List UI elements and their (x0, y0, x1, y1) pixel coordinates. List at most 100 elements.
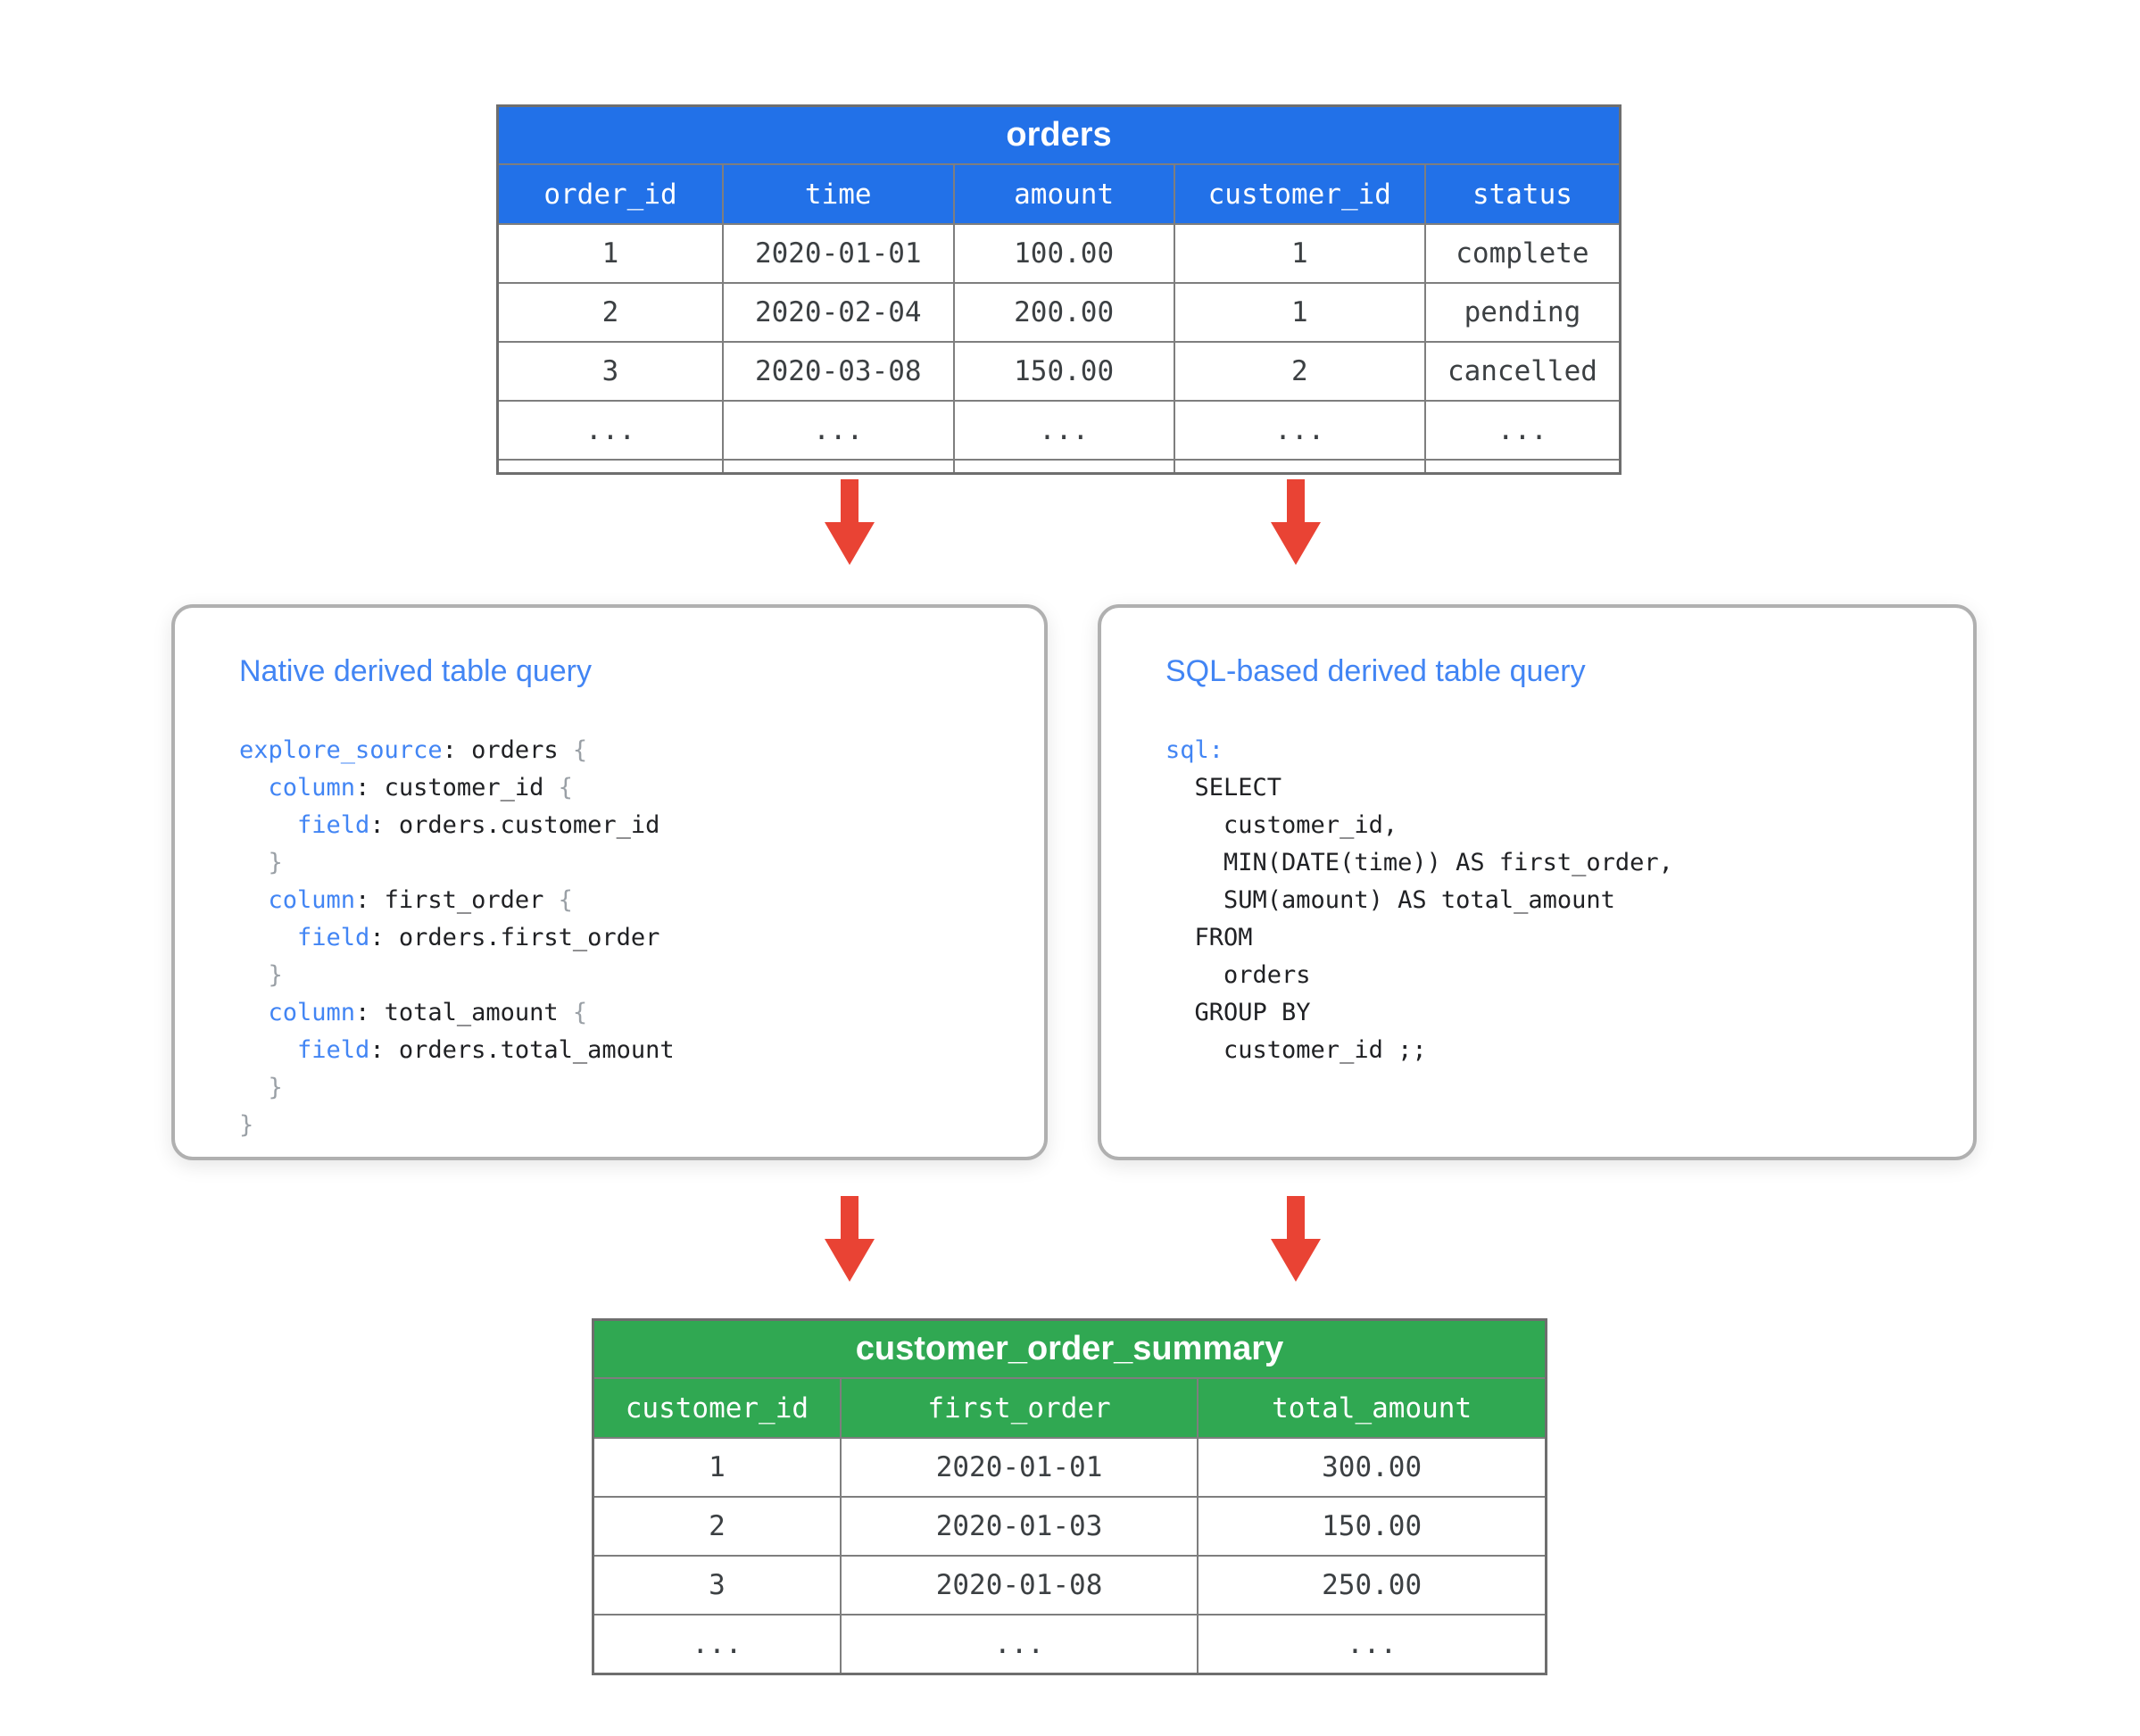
column-header: amount (952, 164, 1175, 225)
code-line: MIN(DATE(time)) AS first_order, (1165, 849, 1673, 876)
table-cell: ... (952, 400, 1175, 461)
arrow-head (825, 1239, 875, 1282)
code-line: GROUP BY (1165, 999, 1311, 1026)
code-line: customer_id, (1165, 811, 1398, 839)
column-header: order_id (499, 164, 724, 225)
table-cell: 250.00 (1197, 1555, 1545, 1616)
table-cell: 2020-01-03 (839, 1496, 1199, 1557)
column-header: time (722, 164, 955, 225)
arrow-head (825, 522, 875, 565)
table-cell: 2 (1173, 341, 1426, 402)
table-cell (1423, 459, 1619, 472)
table-cell: 1 (499, 223, 724, 284)
table-cell (952, 459, 1175, 472)
summary-table-title: customer_order_summary (594, 1321, 1545, 1379)
table-cell: 2020-01-08 (839, 1555, 1199, 1616)
table-cell: 2 (594, 1496, 842, 1557)
code-line: SELECT (1165, 774, 1282, 802)
arrow-stem (1287, 479, 1305, 522)
orders-table-title: orders (499, 107, 1619, 165)
table-cell: ... (839, 1614, 1199, 1673)
table-cell: ... (1423, 400, 1619, 461)
table-cell: ... (1197, 1614, 1545, 1673)
table-cell: cancelled (1423, 341, 1619, 402)
table-cell: 3 (499, 341, 724, 402)
native-query-box: Native derived table query explore_sourc… (171, 604, 1048, 1160)
table-cell: 2020-03-08 (722, 341, 955, 402)
arrow-head (1271, 522, 1321, 565)
code-line: field: orders.first_order (297, 924, 660, 951)
table-row: ......... (594, 1614, 1545, 1673)
table-cell: 1 (1173, 282, 1426, 343)
table-cell: complete (1423, 223, 1619, 284)
table-cell: ... (499, 400, 724, 461)
code-line: } (268, 1074, 283, 1101)
table-cell: pending (1423, 282, 1619, 343)
down-arrow-icon (1271, 479, 1321, 565)
table-cell: 100.00 (952, 223, 1175, 284)
code-line: sql: (1165, 736, 1224, 764)
code-line: column: customer_id { (268, 774, 573, 802)
table-cell: 2 (499, 282, 724, 343)
column-header: total_amount (1197, 1378, 1545, 1439)
table-cell (499, 459, 724, 472)
table-cell: 300.00 (1197, 1437, 1545, 1498)
sql-query-code: sql: SELECT customer_id, MIN(DATE(time))… (1165, 732, 1973, 1069)
code-line: column: total_amount { (268, 999, 588, 1026)
code-line: column: first_order { (268, 886, 573, 914)
table-cell: 2020-02-04 (722, 282, 955, 343)
table-cell: 150.00 (1197, 1496, 1545, 1557)
table-row (499, 459, 1619, 472)
table-cell: ... (594, 1614, 842, 1673)
table-cell: 200.00 (952, 282, 1175, 343)
code-line: orders (1165, 961, 1311, 989)
column-header: first_order (839, 1378, 1199, 1439)
table-cell: 1 (594, 1437, 842, 1498)
column-header: customer_id (1173, 164, 1426, 225)
down-arrow-icon (1271, 1196, 1321, 1282)
column-header: status (1423, 164, 1619, 225)
table-cell: 1 (1173, 223, 1426, 284)
table-cell: 2020-01-01 (839, 1437, 1199, 1498)
table-cell: ... (722, 400, 955, 461)
sql-query-box: SQL-based derived table query sql: SELEC… (1098, 604, 1977, 1160)
native-query-title: Native derived table query (239, 654, 593, 688)
code-line: field: orders.customer_id (297, 811, 660, 839)
code-line: SUM(amount) AS total_amount (1165, 886, 1615, 914)
column-header: customer_id (594, 1378, 842, 1439)
down-arrow-icon (825, 1196, 875, 1282)
table-cell: ... (1173, 400, 1426, 461)
native-query-code: explore_source: orders { column: custome… (239, 732, 1044, 1144)
arrow-stem (1287, 1196, 1305, 1239)
table-cell (1173, 459, 1426, 472)
sql-query-title: SQL-based derived table query (1165, 654, 1586, 688)
code-line: } (268, 961, 283, 989)
code-line: explore_source: orders { (239, 736, 588, 764)
arrow-head (1271, 1239, 1321, 1282)
table-cell: 150.00 (952, 341, 1175, 402)
table-cell: 3 (594, 1555, 842, 1616)
down-arrow-icon (825, 479, 875, 565)
table-cell: 2020-01-01 (722, 223, 955, 284)
code-line: } (239, 1111, 254, 1139)
code-line: customer_id ;; (1165, 1036, 1427, 1064)
table-row: ............... (499, 400, 1619, 461)
arrow-stem (841, 479, 858, 522)
table-cell (722, 459, 955, 472)
